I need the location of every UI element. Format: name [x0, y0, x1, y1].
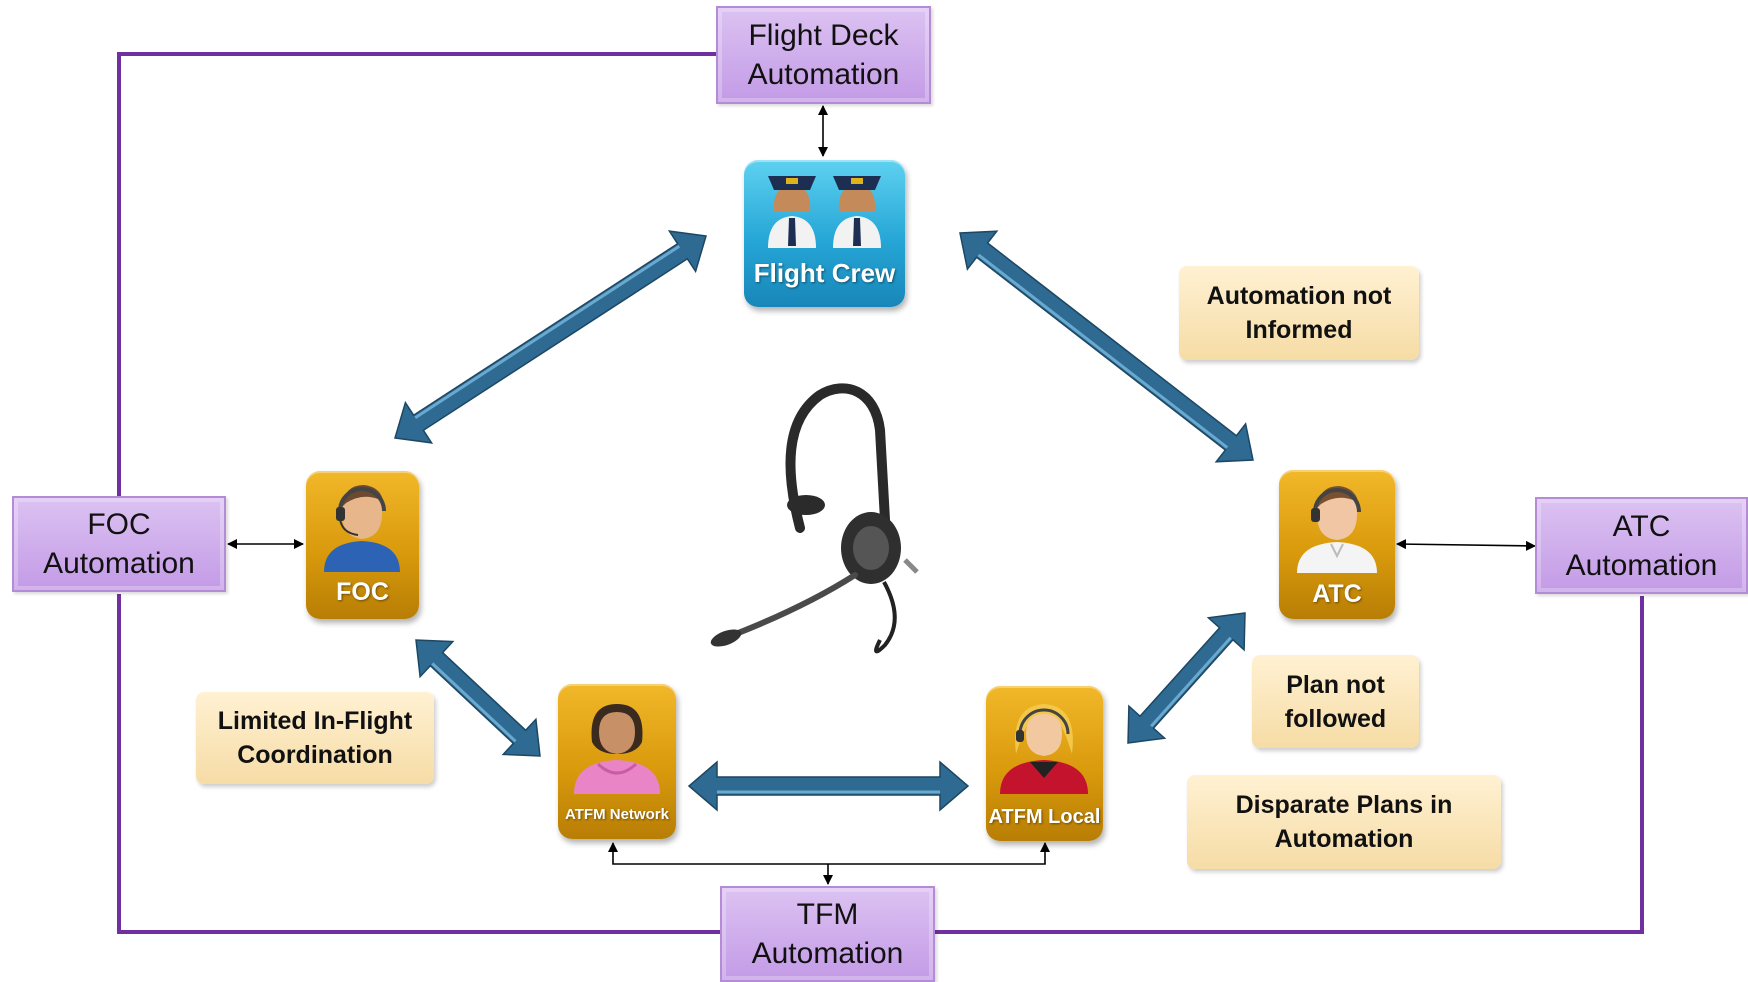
arrow-crew-atc: [959, 230, 1254, 463]
arrow-network-local: [687, 760, 970, 812]
automation-not-informed-note: Automation not Informed: [1179, 266, 1419, 360]
atfm-local-label: ATFM Local: [988, 806, 1101, 828]
foc-automation-box: FOC Automation: [12, 496, 226, 592]
arrow-crew-foc-highlight: [414, 244, 681, 419]
connector-network-tfm: [608, 842, 1050, 865]
thin-connectors: [227, 105, 1536, 885]
operator-icon: [574, 704, 660, 794]
tfm-automation-box: TFM Automation: [720, 886, 935, 982]
flight-crew-label: Flight Crew: [753, 258, 896, 288]
atc-label: ATC: [1312, 580, 1362, 608]
atc-tile: ATC: [1279, 470, 1395, 619]
atfm-local-tile: ATFM Local: [986, 686, 1103, 841]
atfm-network-label: ATFM Network: [565, 806, 669, 823]
operator-icon: [324, 485, 400, 572]
operator-icon: [1000, 704, 1088, 794]
connector-atc-atcauto: [1396, 539, 1536, 551]
thick-arrows: [394, 230, 1254, 812]
headset-icon: [710, 383, 919, 654]
automation-loop-line: [117, 52, 1644, 934]
arrow-crew-foc: [394, 230, 707, 444]
operator-icon: [1297, 486, 1377, 573]
limited-coordination-note: Limited In-Flight Coordination: [196, 692, 434, 784]
disparate-plans-note: Disparate Plans in Automation: [1187, 775, 1501, 869]
pilot-icon: [768, 176, 881, 248]
plan-not-followed-note: Plan not followed: [1252, 655, 1419, 748]
arrow-foc-network: [415, 639, 541, 757]
atc-automation-box: ATC Automation: [1535, 497, 1748, 594]
arrow-foc-network-highlight: [431, 662, 517, 743]
arrow-local-atc-highlight: [1150, 636, 1232, 728]
atfm-network-tile: ATFM Network: [558, 684, 676, 839]
foc-label: FOC: [336, 578, 389, 606]
arrow-crew-atc-highlight: [977, 253, 1229, 449]
flight-deck-automation-box: Flight Deck Automation: [716, 6, 931, 104]
arrow-local-atc: [1127, 612, 1246, 744]
flight-crew-tile: Flight Crew: [744, 160, 905, 307]
foc-tile: FOC: [306, 471, 419, 619]
